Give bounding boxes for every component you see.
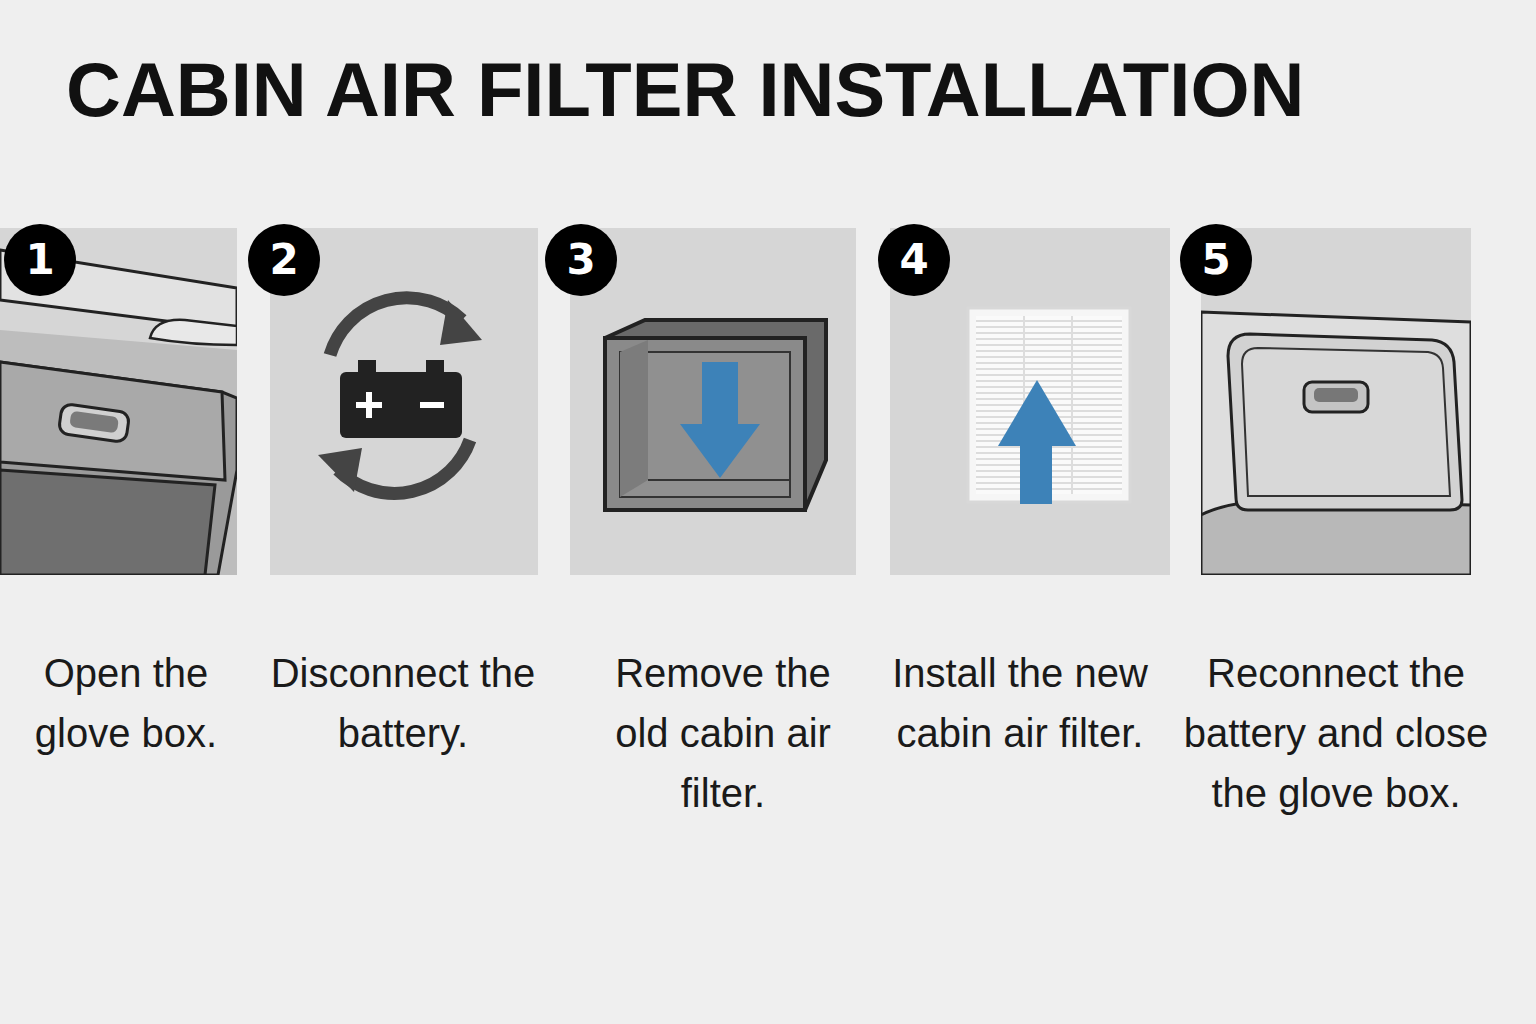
step-number-text: 3 <box>566 239 595 281</box>
filter-housing <box>605 320 826 510</box>
step-panel: Reconnect the battery and close the glov… <box>1201 228 1471 575</box>
step-panel: Disconnect the battery.2 <box>270 228 538 575</box>
new-filter <box>968 308 1130 504</box>
diagram-title: CABIN AIR FILTER INSTALLATION <box>66 52 1304 128</box>
step-panel: Remove the old cabin air filter.3 <box>570 228 856 575</box>
panel-ground <box>570 228 856 575</box>
step-caption: Install the new cabin air filter. <box>880 643 1160 763</box>
step-number: 3 <box>545 224 617 296</box>
glove-box-open <box>0 250 237 575</box>
step-number: 5 <box>1180 224 1252 296</box>
step-number: 4 <box>878 224 950 296</box>
step-number-text: 4 <box>899 239 928 281</box>
step-number-text: 2 <box>269 239 298 281</box>
step-caption: Reconnect the battery and close the glov… <box>1176 643 1496 823</box>
step-caption: Remove the old cabin air filter. <box>583 643 863 823</box>
panel-ground <box>0 228 237 575</box>
step-caption: Open the glove box. <box>4 643 248 763</box>
glove-box-closed <box>1201 312 1471 575</box>
step-caption: Disconnect the battery. <box>269 643 537 763</box>
step-number-text: 1 <box>25 239 54 281</box>
step-number: 2 <box>248 224 320 296</box>
step-panel: Open the glove box.1 <box>0 228 237 575</box>
step-panel: Install the new cabin air filter.4 <box>890 228 1170 575</box>
step-number: 1 <box>4 224 76 296</box>
battery-symbol <box>318 298 482 494</box>
step-number-text: 5 <box>1201 239 1230 281</box>
